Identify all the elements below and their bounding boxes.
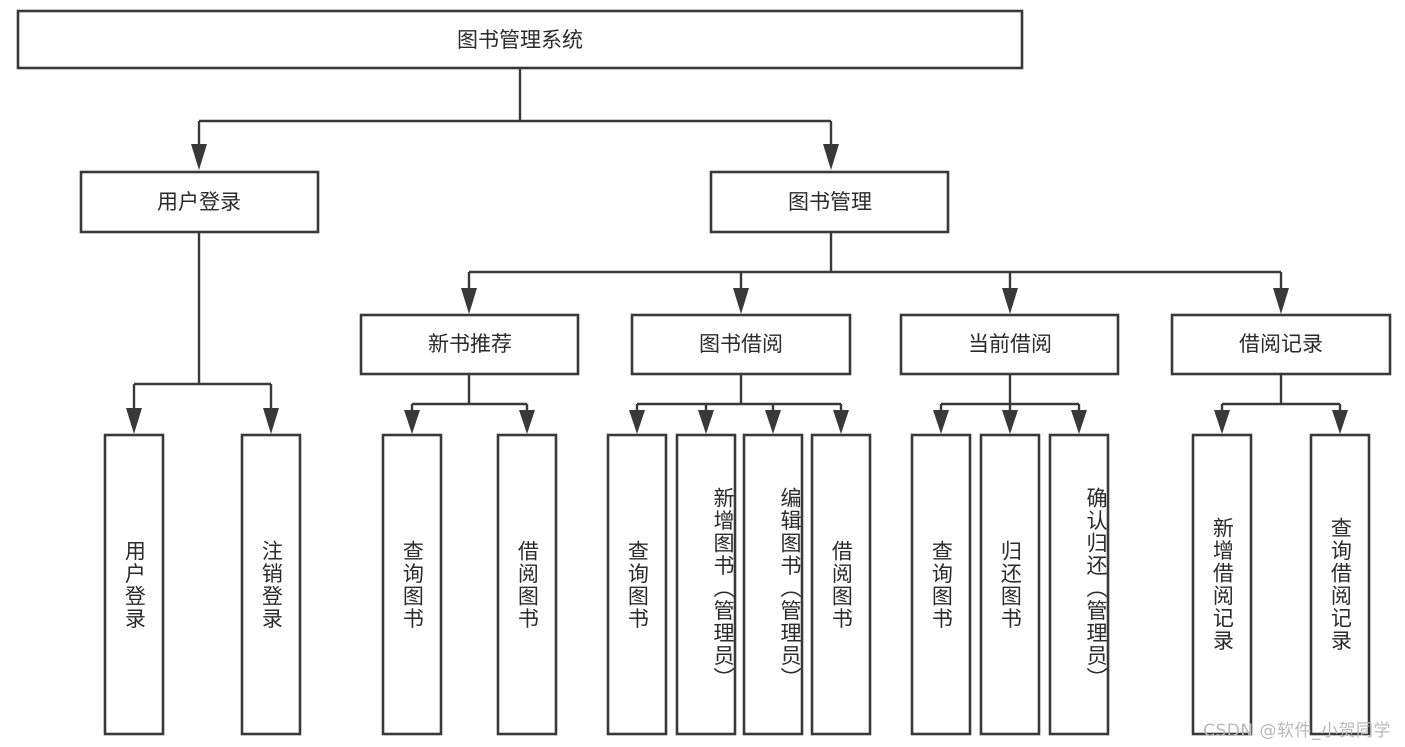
- leaf-box-query-book-1[interactable]: [381, 433, 443, 736]
- arrow-head-icon: [461, 288, 477, 314]
- node-book-borrow-box[interactable]: [630, 313, 852, 376]
- node-book-management[interactable]: 图书管理: [709, 170, 950, 234]
- node-borrow-record-label: 借阅记录: [1239, 332, 1323, 356]
- arrow-head-icon: [519, 410, 535, 434]
- leaf-box-query-book-3[interactable]: [910, 433, 972, 736]
- arrow-head-icon: [765, 410, 781, 434]
- connector-book-borrow-to-leaves: [629, 374, 849, 434]
- node-current-borrow[interactable]: 当前借阅: [899, 313, 1120, 376]
- node-root[interactable]: 图书管理系统: [16, 9, 1024, 70]
- leaf-box-query-book-2[interactable]: [606, 433, 668, 736]
- leaf-box-user-login[interactable]: [103, 433, 165, 736]
- node-new-book-recommend-label: 新书推荐: [428, 332, 512, 356]
- arrow-head-icon: [1071, 410, 1087, 434]
- leaf-box-return-book[interactable]: [979, 433, 1041, 736]
- node-current-borrow-label: 当前借阅: [968, 332, 1052, 356]
- arrow-head-icon: [126, 408, 142, 434]
- node-current-borrow-box[interactable]: [899, 313, 1120, 376]
- connector-level2-to-level3: [461, 232, 1289, 314]
- node-borrow-record-box[interactable]: [1170, 313, 1392, 376]
- node-user-login[interactable]: 用户登录: [79, 170, 320, 234]
- leaf-box-logout[interactable]: [240, 433, 302, 736]
- arrow-head-icon: [404, 410, 420, 434]
- arrow-head-icon: [698, 410, 714, 434]
- leaf-box-edit-book[interactable]: [742, 433, 804, 736]
- node-book-management-label: 图书管理: [788, 190, 872, 214]
- arrow-head-icon: [263, 408, 279, 434]
- connector-borrow-record-to-leaves: [1214, 374, 1348, 434]
- connector-root-to-level2: [191, 68, 839, 170]
- arrow-head-icon: [1002, 410, 1018, 434]
- arrow-head-icon: [823, 144, 839, 170]
- arrow-head-icon: [1002, 288, 1018, 314]
- connector-user-login-to-leaves: [126, 232, 279, 434]
- leaf-box-add-borrow-record[interactable]: [1191, 433, 1253, 736]
- leaf-box-borrow-book-2[interactable]: [810, 433, 872, 736]
- node-root-box[interactable]: [16, 9, 1024, 70]
- leaf-box-query-borrow-record[interactable]: [1309, 433, 1371, 736]
- connector-current-borrow-to-leaves: [933, 374, 1087, 434]
- leaf-box-borrow-book-1[interactable]: [496, 433, 558, 736]
- arrow-head-icon: [191, 144, 207, 170]
- node-user-login-label: 用户登录: [157, 190, 241, 214]
- arrow-head-icon: [733, 288, 749, 314]
- csdn-watermark: CSDN @软件_小贺同学: [1203, 721, 1391, 741]
- arrow-head-icon: [1214, 410, 1230, 434]
- leaf-box-confirm-return[interactable]: [1048, 433, 1110, 736]
- node-borrow-record[interactable]: 借阅记录: [1170, 313, 1392, 376]
- node-book-management-box[interactable]: [709, 170, 950, 234]
- node-root-label: 图书管理系统: [457, 28, 583, 52]
- arrow-head-icon: [833, 410, 849, 434]
- arrow-head-icon: [1332, 410, 1348, 434]
- leaf-box-add-book[interactable]: [675, 433, 737, 736]
- connector-new-book-to-leaves: [404, 374, 535, 434]
- arrow-head-icon: [1273, 288, 1289, 314]
- node-new-book-recommend-box[interactable]: [359, 313, 580, 376]
- arrow-head-icon: [629, 410, 645, 434]
- arrow-head-icon: [933, 410, 949, 434]
- node-new-book-recommend[interactable]: 新书推荐: [359, 313, 580, 376]
- node-book-borrow-label: 图书借阅: [699, 332, 783, 356]
- node-book-borrow[interactable]: 图书借阅: [630, 313, 852, 376]
- node-user-login-box[interactable]: [79, 170, 320, 234]
